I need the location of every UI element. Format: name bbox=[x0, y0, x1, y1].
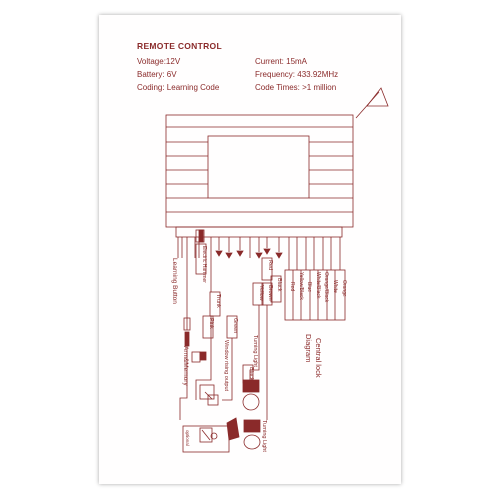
arrow-down-icon bbox=[263, 248, 271, 255]
wire-label: Red bbox=[289, 282, 295, 291]
brown-label: Brown bbox=[267, 285, 273, 301]
arrow-down-icon bbox=[275, 252, 283, 259]
optional-bulb-icon bbox=[210, 432, 218, 440]
trunk-label: Trunk bbox=[215, 294, 221, 308]
wire-label: White bbox=[332, 280, 338, 293]
arm-memory-label: Arm&Memory bbox=[182, 346, 189, 386]
battery-spec: Battery: 6V bbox=[137, 70, 177, 79]
turning-light-label-2: Turning Light bbox=[261, 420, 267, 452]
black-label-2: Black bbox=[276, 278, 282, 292]
wire-label: White/Black bbox=[315, 272, 321, 299]
antenna-icon bbox=[355, 87, 389, 119]
frequency-spec: Frequency: 433.92MHz bbox=[255, 70, 339, 79]
arrow-down-icon bbox=[236, 250, 244, 257]
wire-label: Orange bbox=[341, 280, 347, 297]
wire-label: Yellow/Black bbox=[298, 272, 304, 300]
red-box bbox=[261, 257, 273, 281]
pink-box bbox=[202, 315, 214, 339]
diagram-title: REMOTE CONTROL bbox=[137, 41, 222, 51]
diagram-label: Diagram bbox=[304, 334, 313, 362]
central-lock-wires bbox=[284, 269, 346, 321]
turning-light-relay-1 bbox=[242, 379, 260, 393]
black-box-2 bbox=[270, 275, 282, 303]
optional-label: optional bbox=[185, 430, 190, 446]
bulb-icon bbox=[243, 434, 261, 450]
pink-label: Pink bbox=[208, 318, 214, 329]
led-icon bbox=[184, 331, 190, 347]
switch-icon bbox=[191, 351, 201, 363]
control-unit bbox=[165, 114, 354, 228]
green-label: Green bbox=[232, 318, 238, 333]
turning-light-relay-2 bbox=[243, 419, 261, 433]
relay-icon bbox=[199, 384, 215, 400]
central-lock-wire-labels: Orange White Orange/Black White/Black Bl… bbox=[289, 272, 347, 303]
arrow-down-icon bbox=[225, 252, 233, 259]
current-spec: Current: 15mA bbox=[255, 57, 308, 66]
window-rising-output-label: Window rising output bbox=[223, 340, 229, 392]
yellow-label: Yellow bbox=[258, 285, 264, 301]
window-output-connector bbox=[226, 417, 240, 441]
learning-button-icon bbox=[183, 317, 191, 331]
red-label: Red bbox=[267, 260, 273, 270]
electric-hammer-box bbox=[195, 243, 207, 275]
optional-relay-icon bbox=[199, 427, 213, 443]
wire-label: Orange/Black bbox=[323, 272, 329, 303]
coding-spec: Coding: Learning Code bbox=[137, 83, 220, 92]
trunk-box bbox=[209, 291, 221, 317]
electric-hammer-label: Electric Hammer bbox=[201, 246, 207, 283]
switch-fill-icon bbox=[199, 351, 207, 361]
code-times-spec: Code Times: >1 million bbox=[255, 83, 337, 92]
relay-2-icon bbox=[207, 394, 219, 406]
bulb-icon bbox=[242, 393, 260, 411]
arrow-down-icon bbox=[255, 252, 263, 259]
wire-label: Blue bbox=[306, 282, 312, 292]
yellow-box bbox=[252, 282, 264, 306]
fuse-icon bbox=[195, 229, 205, 243]
central-lock-label: Central lock bbox=[314, 338, 323, 378]
voltage-spec: Voltage:12V bbox=[137, 57, 181, 66]
black-label: Black bbox=[248, 367, 254, 381]
turning-light-label-1: Turning Light bbox=[252, 335, 258, 367]
learning-button-label: Learning Button bbox=[171, 258, 178, 304]
arrow-down-icon bbox=[215, 250, 223, 257]
